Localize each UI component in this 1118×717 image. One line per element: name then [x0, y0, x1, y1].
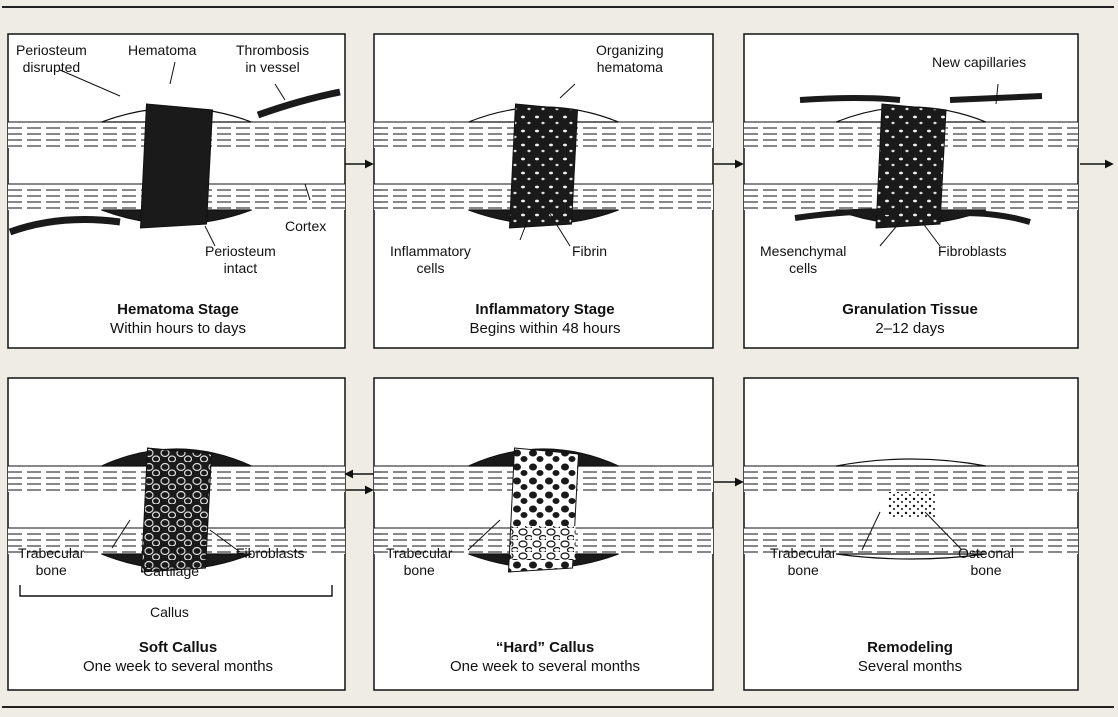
label-thrombosis-in-vessel: Thrombosis in vessel: [236, 42, 309, 76]
label-osteonal-bone: Osteonal bone: [958, 545, 1014, 579]
label-fibroblasts-4: Fibroblasts: [236, 545, 304, 562]
label-mesenchymal-cells: Mesenchymal cells: [760, 243, 846, 277]
label-trabecular-bone-5: Trabecular bone: [386, 545, 452, 579]
panel-2-subtitle: Begins within 48 hours: [470, 320, 621, 337]
label-cartilage: Cartilage: [143, 563, 199, 580]
trabecular-bone: [512, 526, 576, 560]
panel-4-title: Soft Callus: [28, 638, 328, 657]
cartilage-callus: [142, 448, 212, 572]
panel-1-subtitle: Within hours to days: [110, 320, 246, 337]
panel-4-subtitle: One week to several months: [83, 658, 273, 675]
label-periosteum-intact: Periosteum intact: [205, 243, 276, 277]
upper-cortex: [744, 466, 1078, 492]
panel-6-subtitle: Several months: [858, 658, 962, 675]
label-fibroblasts-3: Fibroblasts: [938, 243, 1006, 260]
panel-6-title: Remodeling: [760, 638, 1060, 657]
panel-2-title: Inflammatory Stage: [395, 300, 695, 319]
panel-5-subtitle: One week to several months: [450, 658, 640, 675]
panel-1-title: Hematoma Stage: [28, 300, 328, 319]
label-trabecular-bone-4: Trabecular bone: [18, 545, 84, 579]
panel-3-subtitle: 2–12 days: [875, 320, 944, 337]
hematoma-mass: [141, 104, 213, 228]
panel-4-caption: Soft Callus One week to several months: [28, 638, 328, 676]
label-fibrin: Fibrin: [572, 243, 607, 260]
label-inflammatory-cells: Inflammatory cells: [390, 243, 471, 277]
panel-2-caption: Inflammatory Stage Begins within 48 hour…: [395, 300, 695, 338]
panel-1-caption: Hematoma Stage Within hours to days: [28, 300, 328, 338]
label-callus: Callus: [150, 604, 189, 621]
label-hematoma: Hematoma: [128, 42, 196, 59]
label-organizing-hematoma: Organizing hematoma: [596, 42, 664, 76]
panel-3-title: Granulation Tissue: [760, 300, 1060, 319]
label-periosteum-disrupted: Periosteum disrupted: [16, 42, 87, 76]
panel-3-caption: Granulation Tissue 2–12 days: [760, 300, 1060, 338]
label-new-capillaries: New capillaries: [932, 54, 1026, 71]
panel-5-title: “Hard” Callus: [395, 638, 695, 657]
label-trabecular-bone-6: Trabecular bone: [770, 545, 836, 579]
label-cortex: Cortex: [285, 218, 326, 235]
trabecular-remnant: [887, 492, 935, 518]
panel-6-caption: Remodeling Several months: [760, 638, 1060, 676]
organizing-hematoma: [510, 104, 578, 228]
panel-5-caption: “Hard” Callus One week to several months: [395, 638, 695, 676]
